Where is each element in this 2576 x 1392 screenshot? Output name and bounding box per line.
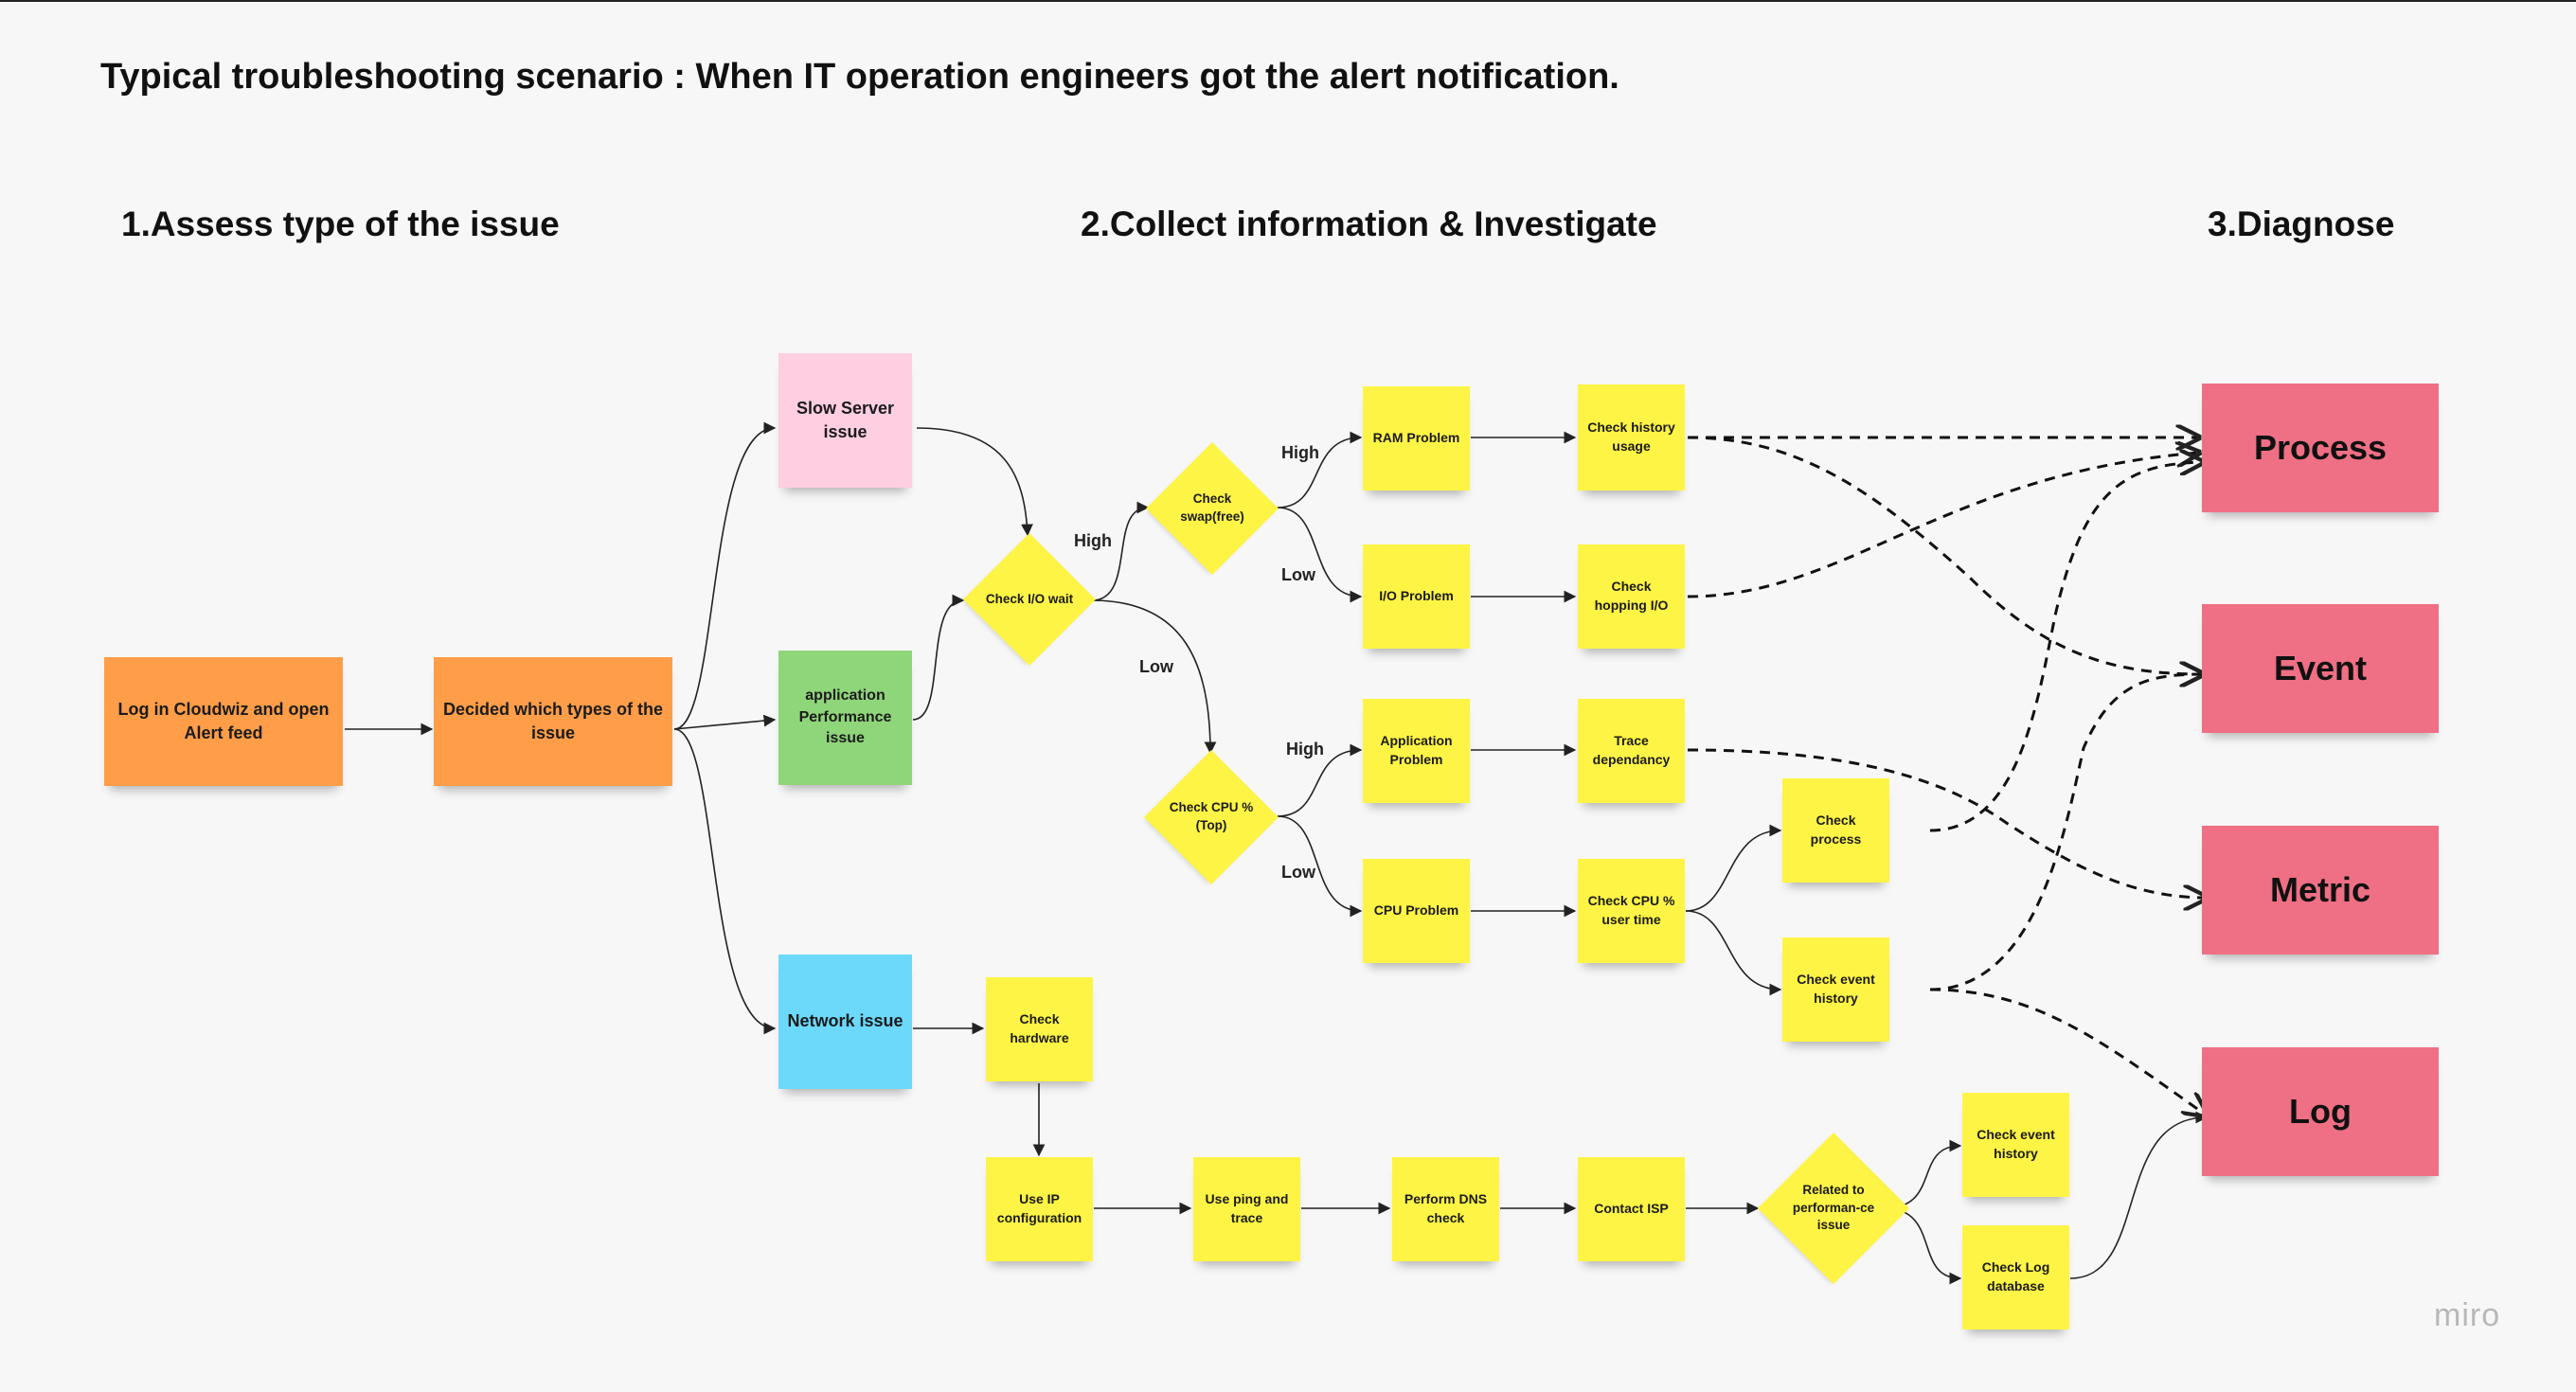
- edge-swap-io-problem: [1277, 507, 1363, 603]
- outcome-event[interactable]: Event: [2202, 604, 2439, 733]
- decision-check-io-wait[interactable]: Check I/O wait: [963, 533, 1096, 666]
- edge-cpu-app-problem: [1277, 743, 1363, 817]
- edge-label-swap-high: High: [1281, 443, 1319, 462]
- decision-label: Check swap(free): [1180, 491, 1244, 524]
- note-check-event-history-network[interactable]: Check event history: [1962, 1093, 2069, 1197]
- note-check-log-database[interactable]: Check Log database: [1962, 1225, 2069, 1330]
- edge-label-swap-low: Low: [1281, 565, 1315, 584]
- decision-label: Check I/O wait: [985, 591, 1074, 606]
- outcome-process[interactable]: Process: [2202, 384, 2439, 512]
- edge-label-io-low: Low: [1139, 657, 1173, 676]
- edge-label-cpu-low: Low: [1281, 863, 1315, 882]
- edge-app-io: [912, 594, 965, 721]
- edge-swap-ram: [1277, 431, 1363, 509]
- decision-check-swap[interactable]: Check swap(free): [1146, 442, 1279, 575]
- page-title: Typical troubleshooting scenario : When …: [100, 57, 1619, 97]
- edge-logdb-log: [2069, 1111, 2209, 1279]
- dash-hopping-process: [1687, 453, 2199, 598]
- phase-diagnose-heading: 3.Diagnose: [2208, 205, 2395, 243]
- dash-event-event: [1929, 674, 2203, 991]
- note-app-performance-issue[interactable]: application Performance issue: [778, 651, 912, 785]
- dash-trace-metric: [1687, 748, 2207, 898]
- edge-decide-network: [673, 728, 777, 1035]
- note-check-hopping-io[interactable]: Check hopping I/O: [1578, 544, 1685, 649]
- dash-process-process: [1929, 462, 2203, 832]
- note-cpu-problem[interactable]: CPU Problem: [1363, 859, 1470, 963]
- note-application-problem[interactable]: Application Problem: [1363, 699, 1470, 803]
- decision-label: Check CPU % (Top): [1169, 800, 1254, 832]
- note-check-cpu-user-time[interactable]: Check CPU % user time: [1578, 859, 1685, 963]
- note-check-hardware[interactable]: Check hardware: [986, 977, 1093, 1081]
- edge-io-swap: [1091, 501, 1150, 601]
- note-ram-problem[interactable]: RAM Problem: [1363, 386, 1470, 491]
- note-use-ping-trace[interactable]: Use ping and trace: [1193, 1157, 1300, 1261]
- note-use-ip-configuration[interactable]: Use IP configuration: [986, 1157, 1093, 1261]
- edge-label-io-high: High: [1074, 531, 1112, 550]
- edge-slow-io: [916, 427, 1033, 537]
- miro-watermark-logo: miro: [2434, 1297, 2501, 1333]
- decision-check-cpu[interactable]: Check CPU % (Top): [1144, 750, 1279, 884]
- phase-assess-heading: 1.Assess type of the issue: [121, 205, 560, 243]
- note-io-problem[interactable]: I/O Problem: [1363, 544, 1470, 649]
- top-border: [0, 0, 2576, 2]
- dash-history-event: [1687, 436, 2203, 674]
- outcome-log[interactable]: Log: [2202, 1047, 2439, 1176]
- edge-usertime-process: [1685, 824, 1782, 912]
- note-decide-issue-type[interactable]: Decided which types of the issue: [434, 657, 672, 786]
- note-network-issue[interactable]: Network issue: [778, 955, 912, 1089]
- edge-decide-slow: [673, 421, 777, 730]
- edge-io-cpu: [1091, 599, 1217, 755]
- decision-label: Related to performan-ce issue: [1792, 1182, 1875, 1233]
- note-contact-isp[interactable]: Contact ISP: [1578, 1157, 1685, 1261]
- note-login[interactable]: Log in Cloudwiz and open Alert feed: [104, 657, 343, 786]
- note-check-event-history[interactable]: Check event history: [1782, 937, 1889, 1042]
- edge-cpu-cpu-problem: [1277, 815, 1363, 918]
- note-trace-dependancy[interactable]: Trace dependancy: [1578, 699, 1685, 803]
- edge-label-cpu-high: High: [1286, 740, 1324, 758]
- phase-collect-heading: 2.Collect information & Investigate: [1081, 205, 1657, 243]
- note-perform-dns-check[interactable]: Perform DNS check: [1392, 1157, 1499, 1261]
- outcome-metric[interactable]: Metric: [2202, 826, 2439, 955]
- note-check-process[interactable]: Check process: [1782, 778, 1889, 883]
- dash-event-log: [1929, 988, 2207, 1115]
- decision-related-performance[interactable]: Related to performan-ce issue: [1758, 1133, 1909, 1284]
- note-check-history-usage[interactable]: Check history usage: [1578, 384, 1685, 491]
- note-slow-server-issue[interactable]: Slow Server issue: [778, 353, 912, 488]
- edge-decide-app: [673, 714, 777, 730]
- edge-usertime-event: [1685, 910, 1782, 996]
